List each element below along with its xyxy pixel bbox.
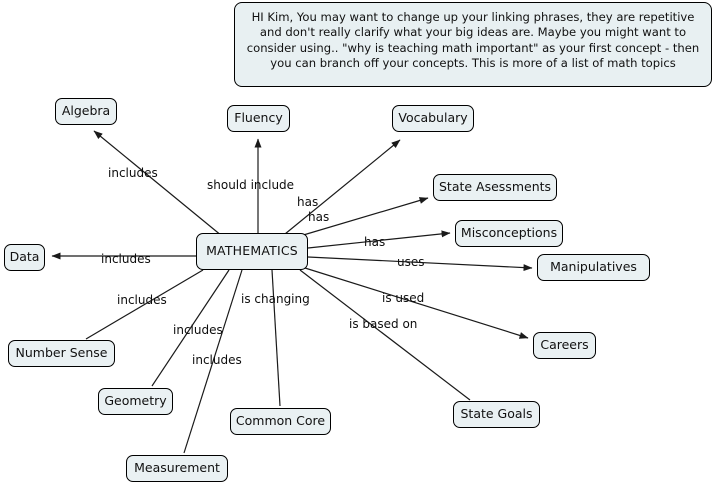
- edge-algebra-label: includes: [108, 166, 158, 180]
- edge-data-label: includes: [101, 252, 151, 266]
- concept-node-geometry[interactable]: Geometry: [98, 388, 173, 415]
- edge-vocabulary-label: has: [297, 195, 319, 209]
- central-node-mathematics[interactable]: MATHEMATICS: [196, 233, 308, 270]
- concept-node-common-core[interactable]: Common Core: [230, 408, 331, 435]
- edge-algebra: [93, 130, 223, 237]
- concept-node-algebra[interactable]: Algebra: [55, 98, 117, 125]
- edge-careers-label: is used: [382, 291, 425, 305]
- edge-geometry-label: includes: [173, 323, 223, 337]
- edge-common-core: [271, 269, 281, 407]
- concept-node-state-goals[interactable]: State Goals: [453, 401, 540, 428]
- concept-node-number-sense[interactable]: Number Sense: [8, 340, 115, 367]
- concept-node-vocabulary[interactable]: Vocabulary: [392, 105, 474, 132]
- concept-node-measurement[interactable]: Measurement: [126, 455, 228, 482]
- concept-node-fluency[interactable]: Fluency: [227, 105, 290, 132]
- edge-fluency-label: should include: [207, 178, 295, 192]
- edge-state-asessments-label: has: [308, 210, 330, 224]
- edge-measurement-label: includes: [192, 353, 242, 367]
- concept-node-state-asessments[interactable]: State Asessments: [433, 174, 557, 201]
- edge-vocabulary: [284, 139, 401, 235]
- edge-number-sense-label: includes: [117, 293, 167, 307]
- concept-node-data[interactable]: Data: [4, 244, 45, 271]
- edge-state-goals: [299, 269, 471, 401]
- concept-node-misconceptions[interactable]: Misconceptions: [455, 220, 563, 247]
- instructor-comment-box: HI Kim, You may want to change up your l…: [234, 2, 712, 87]
- concept-node-careers[interactable]: Careers: [533, 332, 596, 359]
- edge-common-core-label: is changing: [241, 292, 310, 306]
- concept-node-manipulatives[interactable]: Manipulatives: [537, 254, 650, 281]
- edge-misconceptions-label: has: [364, 235, 386, 249]
- edge-manipulatives-label: uses: [397, 255, 425, 269]
- edge-state-goals-label: is based on: [349, 317, 418, 331]
